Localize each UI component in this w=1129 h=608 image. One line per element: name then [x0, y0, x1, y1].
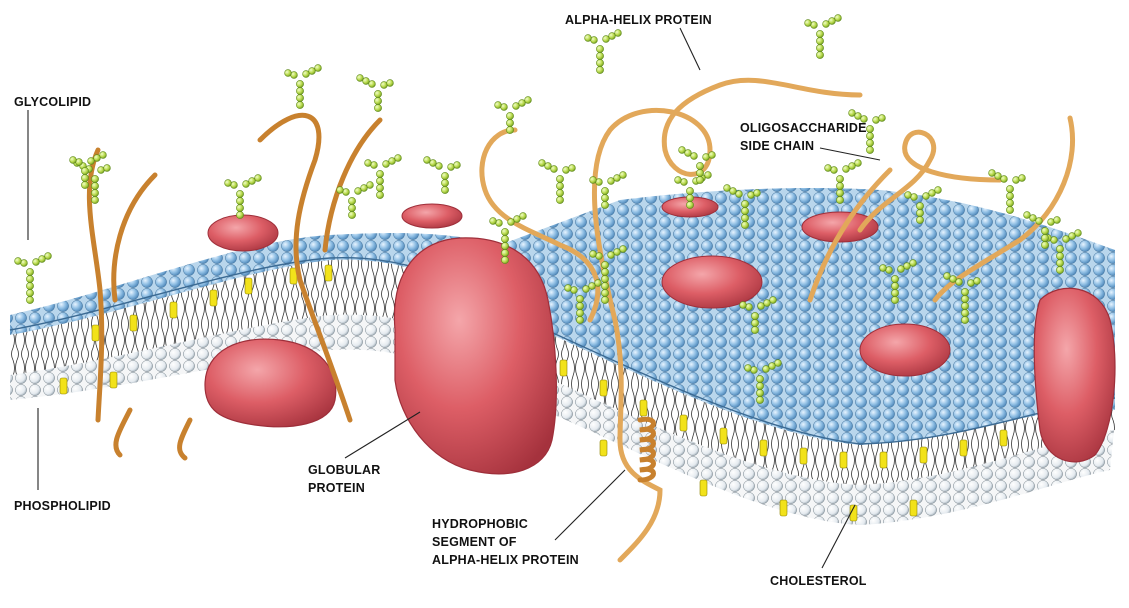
surface-protein-5	[662, 256, 762, 308]
label-hydrophobic-line2: SEGMENT OF	[432, 535, 517, 549]
sugar-chain	[285, 65, 322, 109]
hydrophobic-helix-coil	[640, 419, 654, 480]
label-globular-line2: PROTEIN	[308, 481, 365, 495]
sugar-chain	[357, 75, 394, 112]
label-hydrophobic-line1: HYDROPHOBIC	[432, 517, 528, 531]
label-hydrophobic-line3: ALPHA-HELIX PROTEIN	[432, 553, 579, 567]
label-globular-line1: GLOBULAR	[308, 463, 380, 477]
sugar-chain	[495, 97, 532, 134]
sugar-chain	[337, 182, 374, 219]
globular-protein-large	[394, 238, 556, 474]
label-cholesterol: CHOLESTEROL	[770, 574, 867, 588]
surface-protein-1	[208, 215, 278, 251]
globular-protein-right	[1034, 288, 1115, 462]
sugar-chain	[225, 175, 262, 219]
sugar-chain	[15, 253, 52, 304]
membrane-slab	[10, 188, 1115, 525]
globular-protein-inner	[205, 339, 336, 427]
chain-left-tail-2	[180, 420, 190, 458]
sugar-chain	[365, 155, 402, 199]
sugar-chain	[805, 15, 842, 59]
label-oligosaccharide-line1: OLIGOSACCHARIDE	[740, 121, 867, 135]
label-oligosaccharide-line2: SIDE CHAIN	[740, 139, 814, 153]
surface-protein-2	[402, 204, 462, 228]
label-phospholipid: PHOSPHOLIPID	[14, 499, 111, 513]
label-alpha-helix-protein: ALPHA-HELIX PROTEIN	[565, 13, 712, 27]
chain-left-tail	[116, 410, 130, 455]
sugar-chain	[539, 160, 576, 204]
sugar-chain	[989, 170, 1026, 214]
sugar-chain	[585, 30, 622, 74]
surface-protein-6	[860, 324, 950, 376]
label-glycolipid: GLYCOLIPID	[14, 95, 91, 109]
sugar-chain	[424, 157, 461, 194]
